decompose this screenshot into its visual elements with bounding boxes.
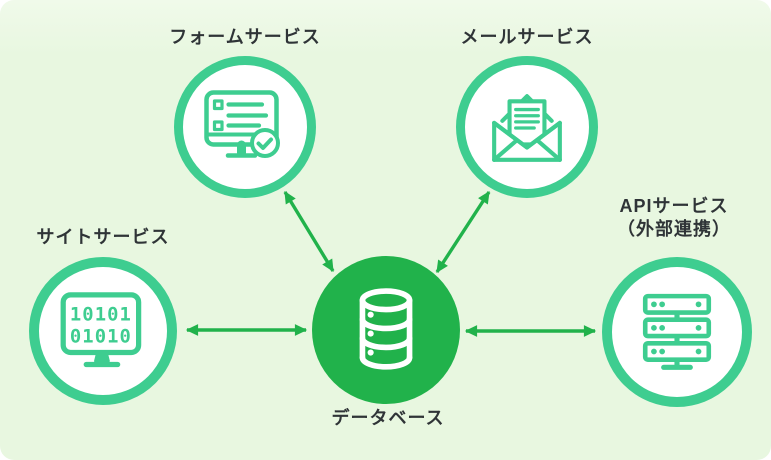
mail-service-node bbox=[456, 56, 598, 198]
api-service-label: APIサービス （外部連携） bbox=[617, 195, 731, 241]
database-label: データベース bbox=[331, 408, 445, 428]
binary-monitor-icon: 10101 01010 bbox=[60, 292, 142, 368]
server-stack-icon bbox=[642, 293, 712, 370]
edge-mail-database bbox=[435, 191, 491, 273]
api-service-label-line2: （外部連携） bbox=[617, 219, 731, 239]
database-icon bbox=[359, 288, 413, 370]
form-service-label: フォームサービス bbox=[169, 27, 321, 47]
mail-envelope-icon bbox=[492, 94, 562, 162]
binary-row-2: 01010 bbox=[70, 327, 132, 348]
edge-form-database bbox=[283, 191, 335, 272]
site-service-node: 10101 01010 bbox=[29, 257, 177, 405]
api-service-node bbox=[602, 257, 752, 407]
mail-service-label: メールサービス bbox=[460, 27, 594, 47]
database-node bbox=[312, 256, 460, 404]
api-service-label-line1: APIサービス bbox=[619, 196, 729, 216]
form-service-node bbox=[174, 56, 316, 198]
site-service-label: サイトサービス bbox=[36, 227, 170, 247]
binary-row-1: 10101 bbox=[70, 305, 132, 326]
form-monitor-icon bbox=[204, 90, 280, 158]
